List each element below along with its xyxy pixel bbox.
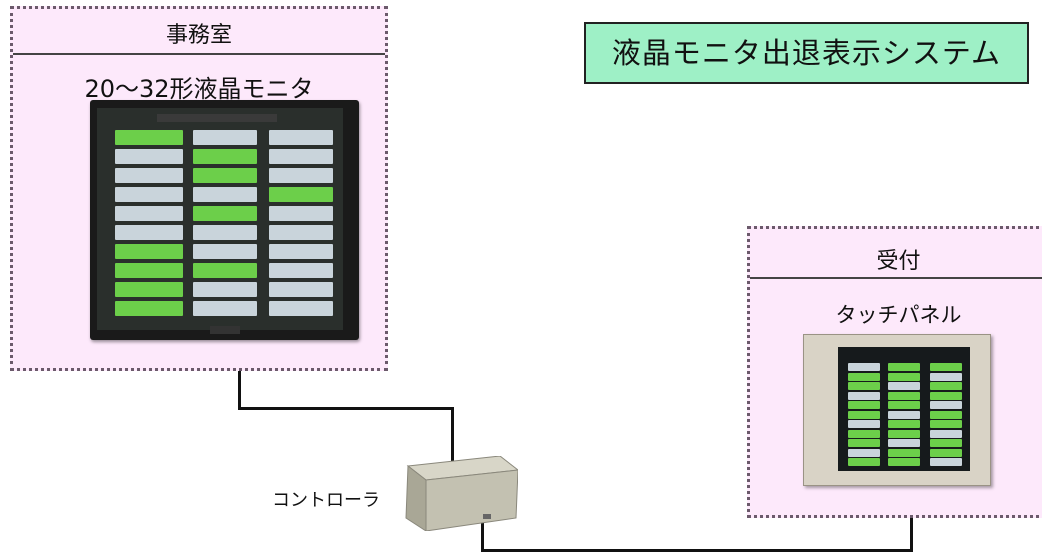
lcd-monitor-image: [90, 100, 359, 340]
lcd-status-cell: [115, 130, 183, 145]
lcd-status-cell: [115, 263, 183, 278]
reception-zone-divider: [750, 277, 1042, 279]
lcd-monitor-label: 20～32形液晶モニタ: [84, 75, 314, 103]
touch-panel-status-cell: [930, 439, 962, 447]
cable-to-controller: [451, 407, 454, 465]
lcd-status-cell: [269, 282, 333, 297]
touch-panel-label: タッチパネル: [835, 303, 962, 327]
controller-box-image: [405, 456, 518, 531]
touch-panel-status-cell: [930, 448, 962, 457]
lcd-status-cell: [193, 244, 257, 259]
lcd-status-cell: [193, 168, 257, 183]
touch-panel-image: [803, 334, 991, 486]
touch-panel-status-cell: [888, 439, 920, 447]
touch-panel-status-cell: [848, 372, 880, 381]
lcd-screen-header: [157, 114, 277, 122]
cable-monitor-down: [238, 340, 241, 410]
touch-panel-status-cell: [888, 420, 920, 428]
lcd-status-cell: [269, 244, 333, 259]
touch-panel-status-cell: [888, 410, 920, 419]
touch-panel-status-cell: [888, 363, 920, 371]
lcd-status-cell: [115, 225, 183, 240]
lcd-status-cell: [115, 282, 183, 297]
touch-panel-status-cell: [848, 391, 880, 400]
touch-panel-status-cell: [848, 420, 880, 428]
touch-panel-status-cell: [888, 391, 920, 400]
touch-panel-status-cell: [888, 382, 920, 390]
touch-panel-status-cell: [888, 458, 920, 466]
touch-panel-status-cell: [930, 382, 962, 390]
cable-monitor-horizontal: [238, 407, 454, 410]
touch-panel-status-cell: [930, 372, 962, 381]
lcd-status-cell: [115, 244, 183, 259]
touch-panel-status-cell: [848, 363, 880, 371]
lcd-monitor-screen: [97, 108, 343, 330]
cable-bottom-horizontal: [481, 549, 913, 552]
touch-panel-status-cell: [888, 448, 920, 457]
lcd-status-cell: [193, 225, 257, 240]
touch-panel-status-cell: [848, 439, 880, 447]
touch-panel-status-cell: [930, 401, 962, 409]
touch-panel-status-cell: [848, 429, 880, 438]
lcd-status-cell: [193, 282, 257, 297]
touch-panel-status-cell: [848, 382, 880, 390]
touch-panel-status-cell: [930, 420, 962, 428]
touch-panel-status-cell: [888, 372, 920, 381]
lcd-status-cell: [269, 206, 333, 221]
lcd-status-cell: [269, 149, 333, 164]
touch-panel-status-cell: [930, 410, 962, 419]
system-title: 液晶モニタ出退表示システム: [584, 22, 1029, 84]
lcd-status-cell: [269, 301, 333, 316]
lcd-status-cell: [193, 301, 257, 316]
touch-panel-status-cell: [888, 429, 920, 438]
touch-panel-screen: [838, 347, 970, 471]
touch-panel-status-cell: [848, 401, 880, 409]
lcd-status-cell: [193, 187, 257, 202]
touch-panel-status-cell: [888, 401, 920, 409]
lcd-status-cell: [193, 263, 257, 278]
office-zone-divider: [13, 53, 385, 55]
reception-zone-title: 受付: [876, 249, 921, 274]
touch-panel-status-cell: [848, 458, 880, 466]
lcd-status-cell: [269, 263, 333, 278]
lcd-status-cell: [269, 168, 333, 183]
lcd-status-cell: [269, 225, 333, 240]
lcd-status-cell: [193, 206, 257, 221]
touch-panel-status-cell: [930, 391, 962, 400]
lcd-status-cell: [193, 149, 257, 164]
lcd-status-cell: [115, 168, 183, 183]
lcd-status-cell: [269, 130, 333, 145]
touch-panel-status-cell: [930, 363, 962, 371]
lcd-status-cell: [115, 149, 183, 164]
touch-panel-status-cell: [848, 410, 880, 419]
cable-controller-down: [481, 520, 484, 552]
lcd-status-cell: [115, 206, 183, 221]
lcd-status-cell: [193, 130, 257, 145]
controller-label: コントローラ: [272, 490, 380, 511]
lcd-monitor-base: [210, 326, 240, 334]
office-zone-title: 事務室: [165, 23, 232, 48]
lcd-status-cell: [269, 187, 333, 202]
touch-panel-status-cell: [930, 429, 962, 438]
touch-panel-status-cell: [930, 458, 962, 466]
touch-panel-status-cell: [848, 448, 880, 457]
lcd-status-cell: [115, 187, 183, 202]
lcd-status-cell: [115, 301, 183, 316]
